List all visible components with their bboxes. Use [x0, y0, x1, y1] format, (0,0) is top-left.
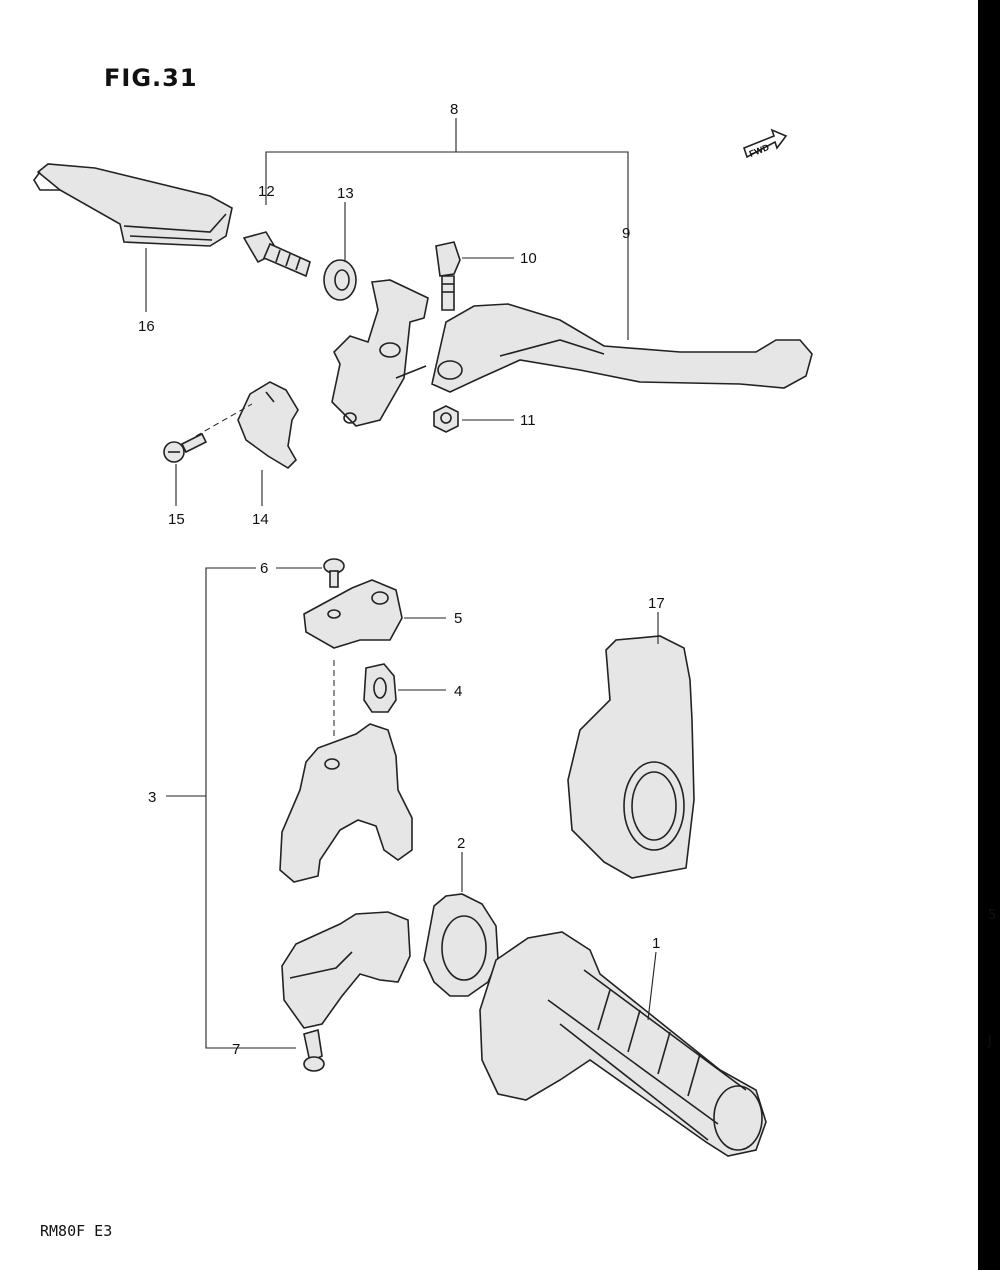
lock-nut-part [323, 259, 357, 301]
lever-nut-part [433, 405, 459, 433]
callout-10: 10 [520, 250, 537, 267]
callout-1: 1 [652, 935, 660, 952]
pivot-bolt-part [435, 241, 461, 311]
callout-6: 6 [260, 560, 268, 577]
fwd-arrow-icon: FWD [743, 128, 788, 159]
callout-16: 16 [138, 318, 155, 335]
callout-8: 8 [450, 101, 458, 118]
housing-screw-part [303, 1028, 325, 1072]
callout-labels: 8 12 13 9 10 16 11 15 14 6 17 5 4 3 2 1 … [138, 101, 665, 1058]
callout-12: 12 [258, 183, 275, 200]
callout-14: 14 [252, 511, 269, 528]
lever-cover-part [33, 163, 233, 247]
cover-screw-part [323, 558, 345, 588]
lower-throttle-housing-part [281, 911, 411, 1029]
callout-4: 4 [454, 683, 462, 700]
clutch-lever-part [431, 303, 813, 393]
adjuster-bolt-part [242, 231, 311, 278]
throttle-collar-part [423, 893, 499, 997]
side-mark-1: 5 [988, 908, 997, 923]
callout-17: 17 [648, 595, 665, 612]
callout-9: 9 [622, 225, 630, 242]
side-mark-2: J [988, 1034, 992, 1049]
callout-13: 13 [337, 185, 354, 202]
scan-edge-bar [978, 0, 1000, 1270]
upper-throttle-housing-part [279, 723, 413, 883]
callout-7: 7 [232, 1041, 240, 1058]
figure-title: FIG.31 [104, 64, 198, 92]
model-code: RM80F E3 [40, 1222, 113, 1240]
handlebar-grip-part [479, 931, 767, 1157]
callout-15: 15 [168, 511, 185, 528]
lever-clamp-part [237, 381, 299, 470]
cable-cover-part [303, 579, 403, 649]
callout-2: 2 [457, 835, 465, 852]
callout-11: 11 [520, 412, 536, 429]
clamp-screw-part [163, 432, 208, 463]
cable-guide-part [363, 663, 397, 713]
throttle-cover-part [567, 635, 695, 879]
callout-3: 3 [148, 789, 156, 806]
lever-holder-part [331, 279, 429, 427]
callout-5: 5 [454, 610, 462, 627]
